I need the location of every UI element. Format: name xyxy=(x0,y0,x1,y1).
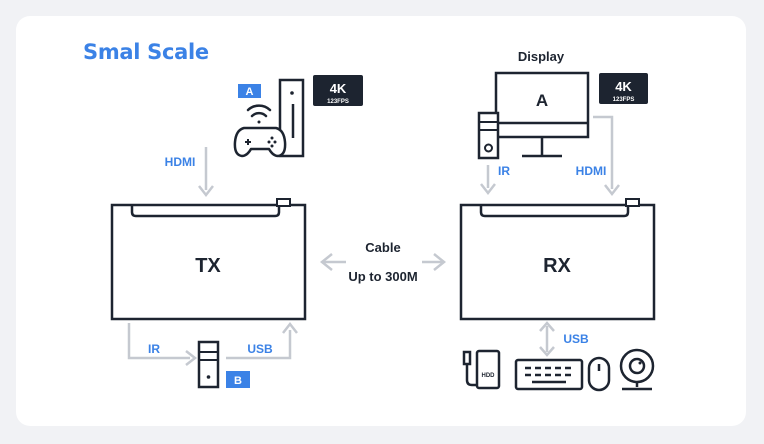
cable-distance-label: Up to 300M xyxy=(348,269,417,284)
webcam-icon xyxy=(619,348,655,391)
cable-label: Cable xyxy=(365,240,400,255)
svg-text:123FPS: 123FPS xyxy=(327,99,349,105)
display-label: Display xyxy=(518,49,565,64)
ir-rx-connector: IR xyxy=(480,164,510,196)
tag-a-left: A xyxy=(238,84,261,98)
badge-4k-left: 4K 123FPS xyxy=(313,75,363,106)
ir-tx-connector: IR xyxy=(127,323,198,366)
tx-label: TX xyxy=(195,255,221,277)
usb-rx-label: USB xyxy=(563,332,589,346)
rx-label: RX xyxy=(543,255,571,277)
hdmi-left-connector: HDMI xyxy=(165,147,214,198)
monitor-icon: A xyxy=(494,71,590,158)
usb-tx-connector: USB xyxy=(226,321,298,360)
cable-link: Cable Up to 300M xyxy=(319,236,447,288)
gamepad-icon xyxy=(233,126,287,158)
usb-rx-connector: USB xyxy=(539,321,589,357)
svg-text:HDD: HDD xyxy=(482,373,496,379)
tag-b: B xyxy=(226,371,250,388)
keyboard-icon xyxy=(514,358,584,391)
usb-drive-icon xyxy=(462,350,476,387)
usb-tx-label: USB xyxy=(247,342,273,356)
ir-tx-label: IR xyxy=(148,342,160,356)
ir-rx-label: IR xyxy=(498,164,510,178)
cable-arrow-right xyxy=(433,253,447,271)
game-console-icon xyxy=(278,78,305,158)
badge-4k-right: 4K 123FPS xyxy=(599,73,648,104)
hdmi-left-label: HDMI xyxy=(165,155,196,169)
tx-box: TX xyxy=(110,198,307,321)
cable-arrow-left xyxy=(319,253,333,271)
device-b-icon xyxy=(197,340,220,389)
hdmi-right-label: HDMI xyxy=(576,164,607,178)
wifi-icon xyxy=(246,104,272,124)
rx-box: RX xyxy=(459,198,656,321)
svg-text:4K: 4K xyxy=(615,79,632,94)
svg-text:B: B xyxy=(234,375,242,387)
mouse-icon xyxy=(587,356,611,392)
hdd-icon: HDD xyxy=(475,349,501,390)
svg-text:A: A xyxy=(246,86,254,98)
hdmi-right-connector: HDMI xyxy=(576,115,620,197)
ir-receiver-icon xyxy=(477,111,500,160)
diagram-title: Smal Scale xyxy=(83,40,209,64)
monitor-tag: A xyxy=(536,91,548,110)
svg-text:123FPS: 123FPS xyxy=(613,97,635,103)
svg-text:4K: 4K xyxy=(330,81,347,96)
